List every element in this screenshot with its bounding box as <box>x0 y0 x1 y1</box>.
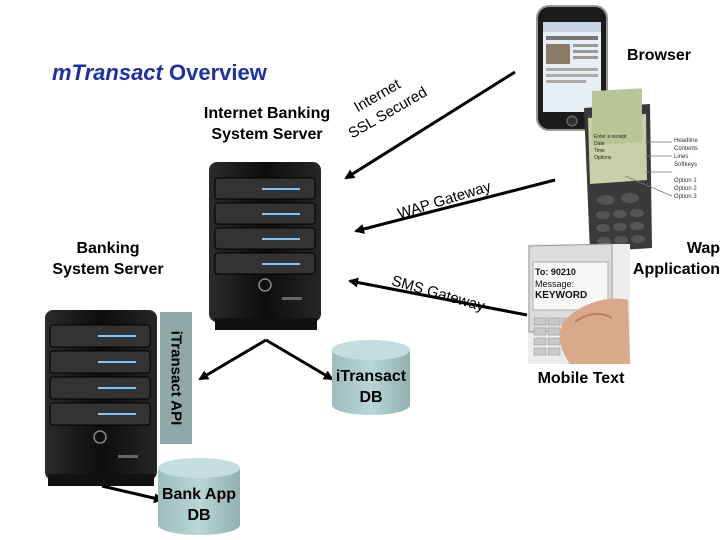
bankapp-db-arrow <box>101 484 164 504</box>
wap-phone-icon <box>584 88 673 252</box>
itransact-db-arrow <box>265 338 334 381</box>
sms-phone-icon <box>528 243 630 364</box>
internet-arrow <box>344 70 516 180</box>
itransact-api-bar: iTransact API <box>160 312 192 444</box>
sms-phone-screen: To: 90210 Message: KEYWORD <box>535 267 588 301</box>
browser-label: Browser <box>626 47 692 64</box>
sms-arrow <box>348 277 528 317</box>
internet-server-icon <box>209 162 321 330</box>
wap-arrow <box>354 178 556 234</box>
page-title: mTransact Overview <box>52 60 267 85</box>
itransact-db-icon <box>332 340 410 415</box>
api-arrow <box>198 338 267 381</box>
smartphone-icon <box>536 5 608 131</box>
mobile-text-label: Mobile Text <box>537 370 625 387</box>
bankapp-db-icon <box>158 458 240 535</box>
banking-server-icon <box>45 310 157 486</box>
